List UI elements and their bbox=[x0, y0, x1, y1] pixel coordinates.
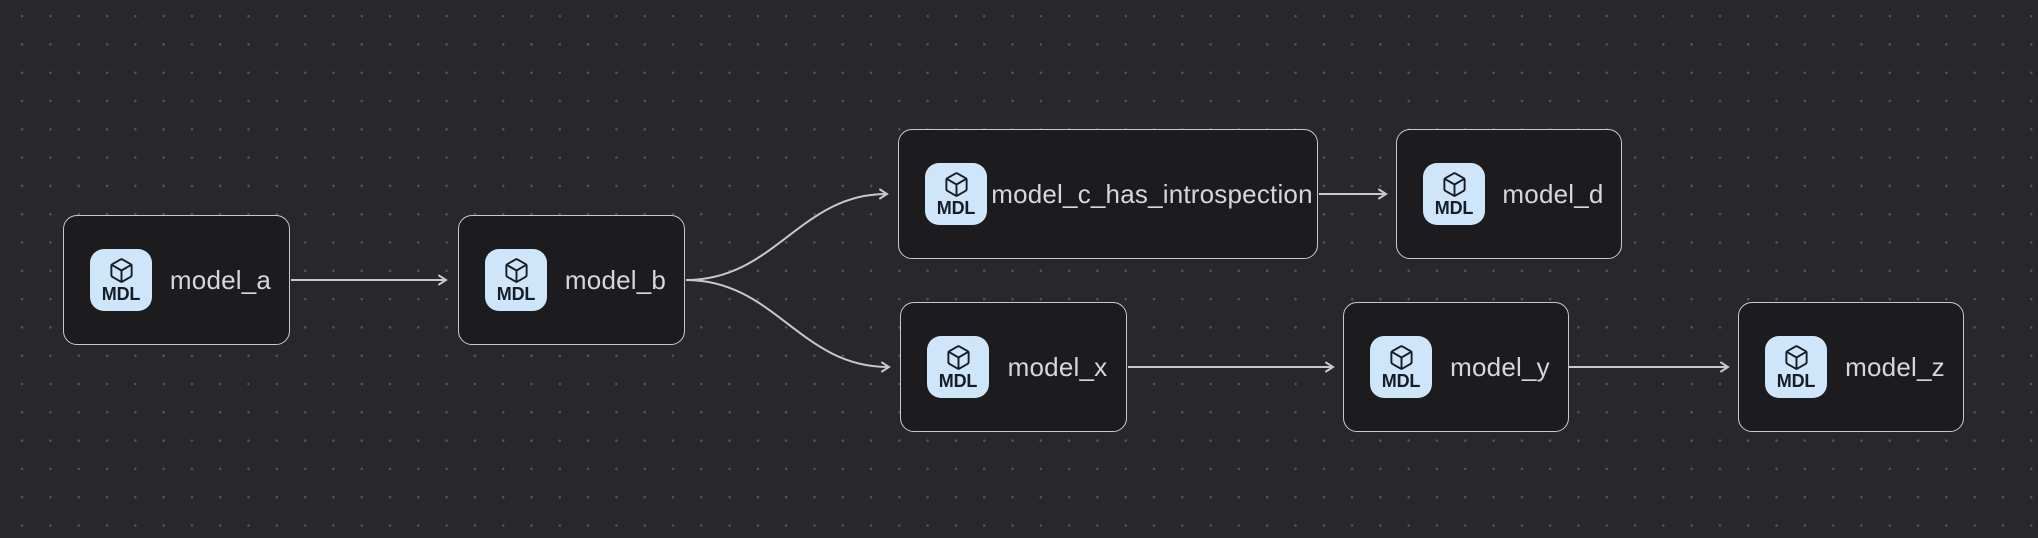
mdl-badge: MDL bbox=[1370, 336, 1432, 398]
badge-label: MDL bbox=[496, 284, 536, 304]
badge-label: MDL bbox=[101, 284, 141, 304]
box-icon bbox=[1388, 344, 1415, 371]
node-model_y[interactable]: MDL model_y bbox=[1343, 302, 1569, 432]
node-model_x[interactable]: MDL model_x bbox=[900, 302, 1127, 432]
badge-label: MDL bbox=[938, 371, 978, 391]
badge-label: MDL bbox=[1381, 371, 1421, 391]
node-model_a[interactable]: MDL model_a bbox=[63, 215, 290, 345]
node-model_d[interactable]: MDL model_d bbox=[1396, 129, 1622, 259]
badge-label: MDL bbox=[936, 198, 976, 218]
box-icon bbox=[1441, 171, 1468, 198]
node-model_c_has_introspection[interactable]: MDL model_c_has_introspection bbox=[898, 129, 1318, 259]
badge-label: MDL bbox=[1776, 371, 1816, 391]
box-icon bbox=[108, 257, 135, 284]
mdl-badge: MDL bbox=[927, 336, 989, 398]
node-label: model_x bbox=[1007, 351, 1108, 382]
mdl-badge: MDL bbox=[1423, 163, 1485, 225]
node-label: model_y bbox=[1450, 351, 1550, 382]
node-label: model_b bbox=[564, 264, 667, 295]
box-icon bbox=[943, 171, 970, 198]
mdl-badge: MDL bbox=[1765, 336, 1827, 398]
node-label: model_a bbox=[169, 264, 272, 295]
node-label: model_d bbox=[1502, 178, 1604, 209]
mdl-badge: MDL bbox=[925, 163, 987, 225]
mdl-badge: MDL bbox=[90, 249, 152, 311]
node-model_b[interactable]: MDL model_b bbox=[458, 215, 685, 345]
box-icon bbox=[1783, 344, 1810, 371]
node-label: model_z bbox=[1845, 351, 1945, 382]
badge-label: MDL bbox=[1434, 198, 1474, 218]
node-label: model_c_has_introspection bbox=[991, 178, 1313, 209]
mdl-badge: MDL bbox=[485, 249, 547, 311]
edge-model_b-model_x bbox=[685, 279, 891, 373]
node-model_z[interactable]: MDL model_z bbox=[1738, 302, 1964, 432]
edge-model_b-model_c_has_introspection bbox=[685, 188, 889, 281]
box-icon bbox=[945, 344, 972, 371]
box-icon bbox=[503, 257, 530, 284]
